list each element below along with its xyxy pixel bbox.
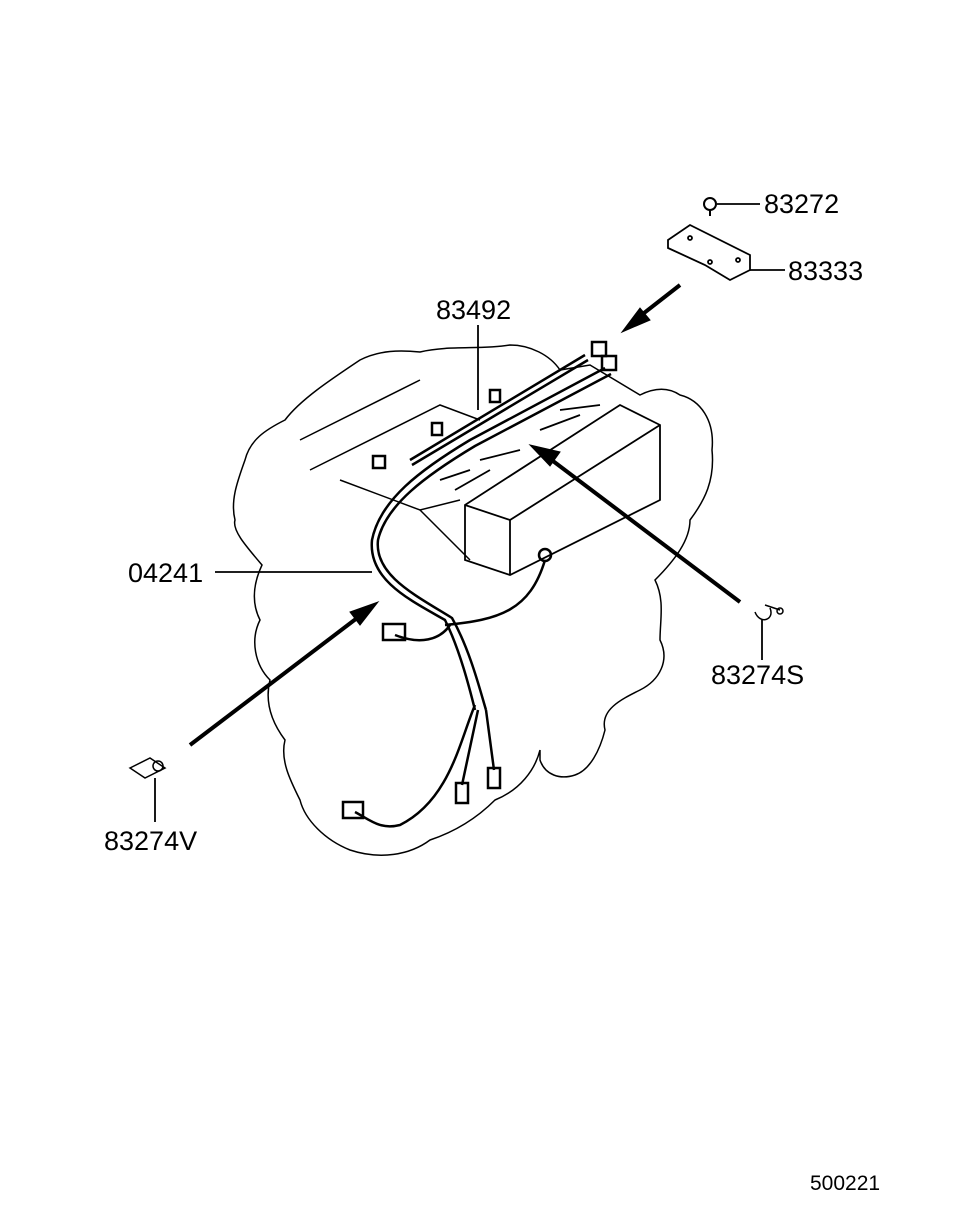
engine-outline [232,344,714,856]
label-83274V: 83274V [104,826,198,856]
clip-83274V [128,757,167,779]
label-83333: 83333 [788,256,864,286]
bolt-83272 [703,197,717,216]
label-83272: 83272 [764,189,840,219]
leader-lines [154,203,785,822]
clip-83274S [754,604,784,621]
bracket-83333 [667,223,751,282]
intake-manifold [439,403,661,576]
arrows [188,283,742,747]
label-04241: 04241 [128,558,204,588]
wiring-harness [341,340,618,828]
label-83492: 83492 [436,295,512,325]
diagram-code: 500221 [810,1172,881,1195]
label-83274S: 83274S [711,660,805,690]
